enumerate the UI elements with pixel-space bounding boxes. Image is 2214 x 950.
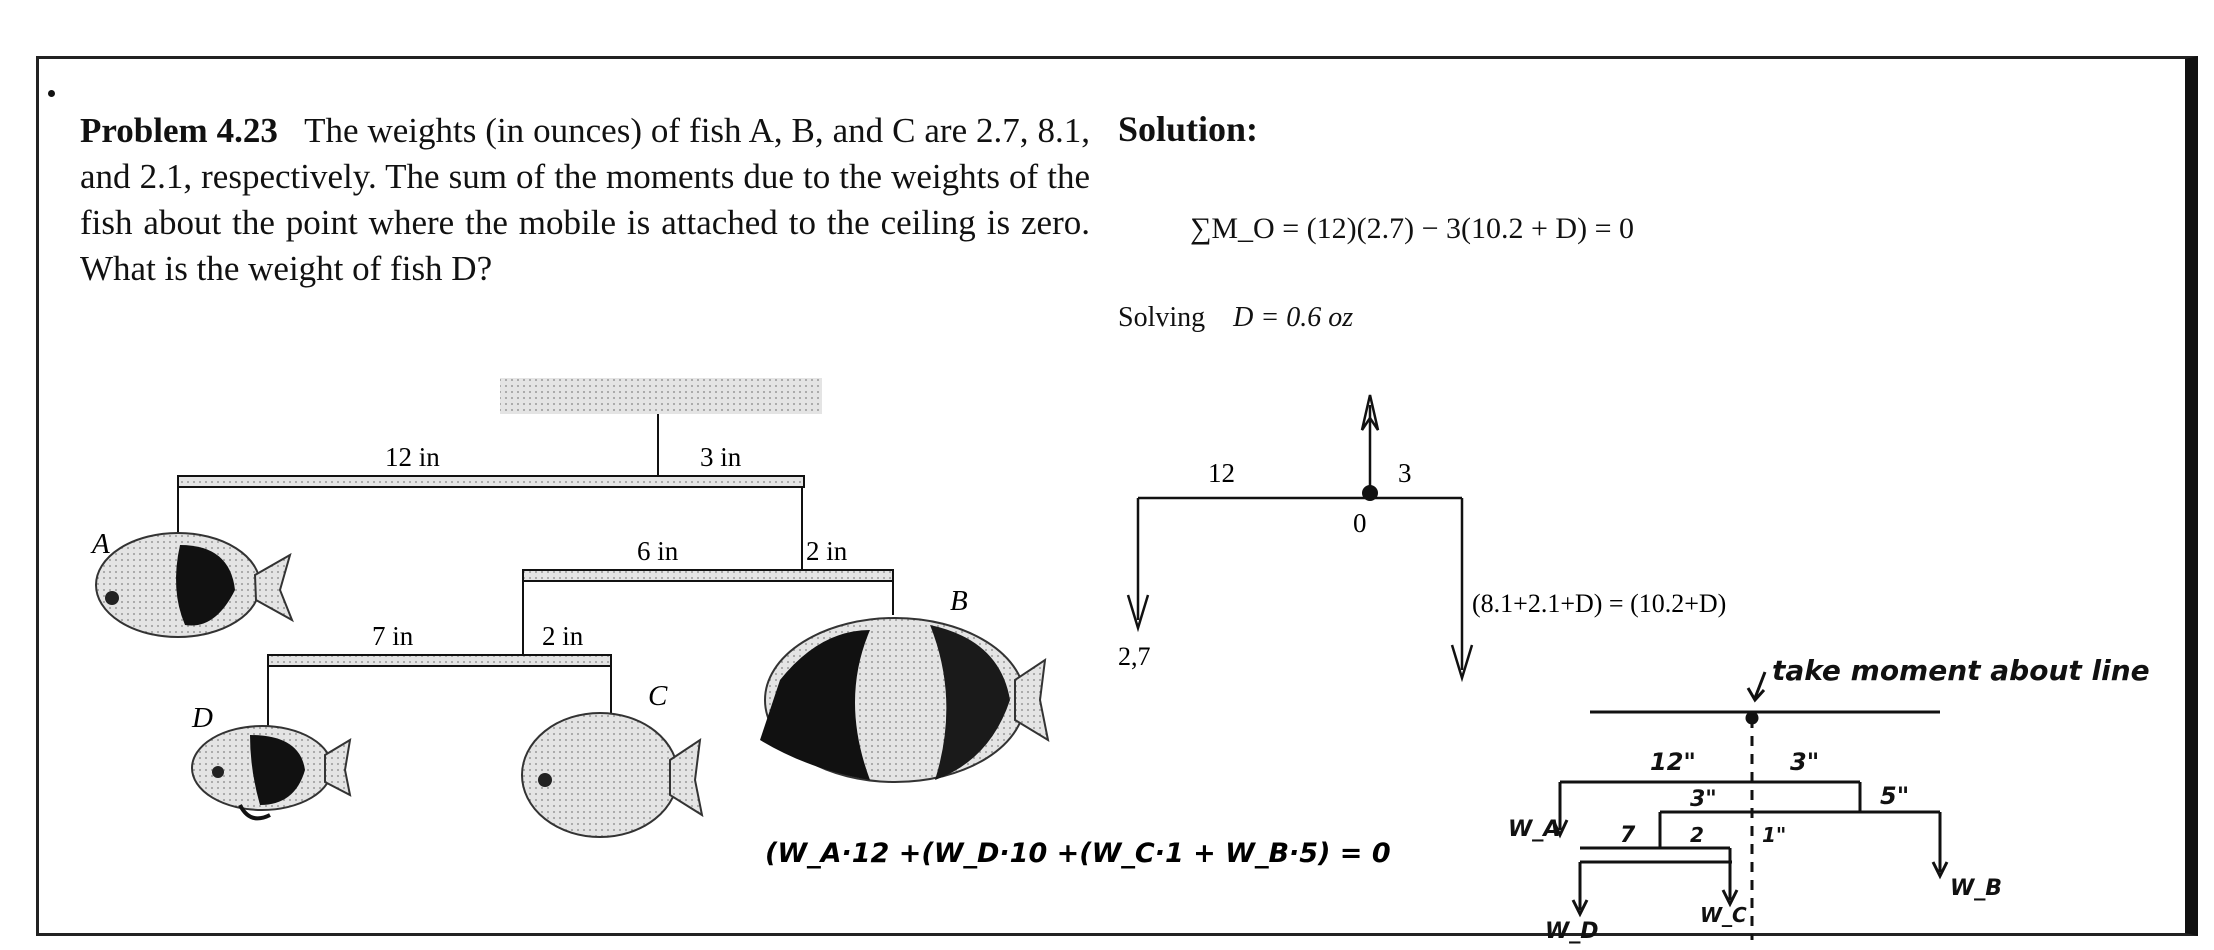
fbd-left-arrow <box>1126 594 1150 633</box>
sketch-d3: 3" <box>1790 748 1819 776</box>
sketch-wd-arrow <box>1571 899 1589 918</box>
handwritten-sketch: take moment about line 12" 3" 5" 3" 7 2 … <box>1508 654 2150 944</box>
low-bar <box>267 654 612 667</box>
sketch-wb-arrow <box>1931 861 1949 880</box>
bullet-mark <box>48 90 55 97</box>
problem-text: The weights (in ounces) of fish A, B, an… <box>80 111 1091 288</box>
fbd-left-arm: 12 <box>1208 458 1235 488</box>
sketch-d1: 1" <box>1762 823 1786 847</box>
sketch-note: take moment about line <box>1772 654 2150 687</box>
sketch-d7: 7 <box>1620 823 1636 848</box>
fbd-left-load: 2,7 <box>1118 642 1151 671</box>
fbd-pivot <box>1362 485 1378 501</box>
fish-d-label: D <box>191 702 213 734</box>
fbd-right-load: (8.1+2.1+D) = (10.2+D) <box>1472 589 1726 618</box>
sketch-wb: W_B <box>1950 876 2002 901</box>
fish-a <box>95 532 294 638</box>
fish-b-label: B <box>950 585 968 617</box>
sketch-wa-arrow <box>1551 819 1569 839</box>
sketch-d2: 2 <box>1690 823 1704 847</box>
sketch-d5: 5" <box>1880 782 1909 810</box>
sketch-d12: 12" <box>1650 748 1696 776</box>
free-body-diagram: 12 3 0 2,7 (8.1+2.1+D) = (10.2+D) <box>1118 394 1726 683</box>
dim-low-right: 2 in <box>542 621 584 651</box>
fbd-right-arrow <box>1450 644 1474 683</box>
solving-label: Solving <box>1118 302 1206 333</box>
mid-bar <box>522 569 894 582</box>
fbd-right-arm: 3 <box>1398 458 1412 488</box>
fish-b <box>760 617 1050 783</box>
solving-line: Solving D = 0.6 oz <box>1118 302 1353 334</box>
sketch-wa: W_A <box>1508 817 1560 842</box>
dim-top-left: 12 in <box>385 442 440 472</box>
top-bar <box>177 475 805 488</box>
sketch-wc-arrow <box>1721 889 1739 908</box>
dim-top-right: 3 in <box>700 442 742 472</box>
mobile-figure: 12 in 3 in 6 in 2 in 7 in 2 in A B <box>90 378 1050 838</box>
fbd-reaction-arrow <box>1360 394 1380 431</box>
moment-equation: ∑M_O = (12)(2.7) − 3(10.2 + D) = 0 <box>1190 212 1635 245</box>
sketch-wc: W_C <box>1700 903 1747 927</box>
sketch-wd: W_D <box>1545 919 1599 944</box>
sketch-note-arrow <box>1746 671 1767 703</box>
fbd-origin: 0 <box>1353 508 1367 538</box>
dim-mid-left: 6 in <box>637 536 679 566</box>
fish-c-label: C <box>648 680 668 712</box>
ceiling <box>500 378 822 414</box>
sketch-d3b: 3" <box>1690 787 1717 812</box>
dim-low-left: 7 in <box>372 621 414 651</box>
fish-c <box>521 712 704 838</box>
problem-statement: Problem 4.23 The weights (in ounces) of … <box>80 108 1090 292</box>
solving-result: D = 0.6 oz <box>1233 302 1354 333</box>
fish-a-label: A <box>90 528 110 560</box>
handwritten-moment-sum: (W_A·12 +(W_D·10 +(W_C·1 + W_B·5) = 0 <box>765 838 1391 869</box>
fish-d <box>191 725 352 821</box>
problem-label: Problem 4.23 <box>80 111 278 150</box>
solution-heading: Solution: <box>1118 109 1259 149</box>
page-frame <box>36 56 2198 936</box>
dim-mid-right: 2 in <box>806 536 848 566</box>
